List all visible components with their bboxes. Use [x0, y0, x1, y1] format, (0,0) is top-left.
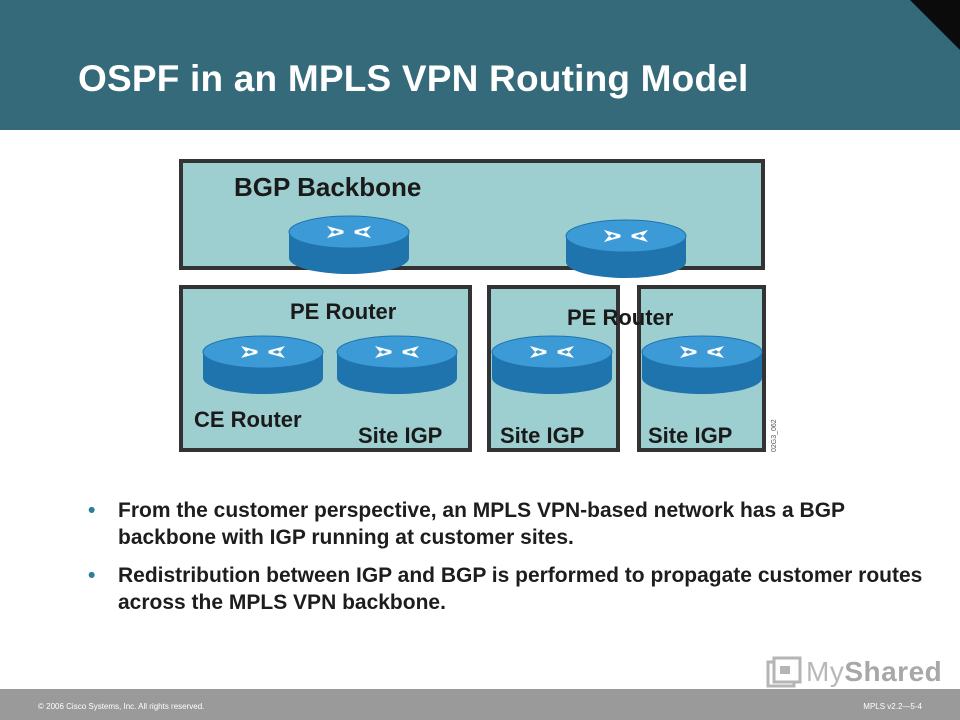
corner-accent — [910, 0, 960, 50]
bullet-text: Redistribution between IGP and BGP is pe… — [118, 564, 923, 614]
footer-bar — [0, 689, 960, 720]
title-bar — [0, 0, 960, 130]
figure-code: 02G3_062 — [771, 419, 778, 452]
myshared-logo-icon — [766, 656, 802, 688]
ce-router-label: CE Router — [194, 407, 302, 432]
slide-id: MPLS v2.2—5-4 — [863, 702, 922, 711]
site-igp-label-3: Site IGP — [648, 423, 732, 448]
bullet-item: •Redistribution between IGP and BGP is p… — [88, 564, 923, 614]
backbone-label: BGP Backbone — [234, 172, 421, 202]
pe-router-left-icon — [288, 215, 410, 275]
ce-router-2-icon — [336, 335, 458, 395]
ce-router-4-icon — [641, 335, 763, 395]
pe-router-right-icon — [565, 219, 687, 279]
bullet-list: •From the customer perspective, an MPLS … — [88, 497, 928, 627]
pe-router-left-label: PE Router — [290, 299, 397, 324]
pe-router-right-label: PE Router — [567, 305, 674, 330]
site-igp-label-1: Site IGP — [358, 423, 442, 448]
copyright-text: © 2006 Cisco Systems, Inc. All rights re… — [38, 702, 205, 711]
bullet-item: •From the customer perspective, an MPLS … — [88, 499, 845, 549]
ce-router-1-icon — [202, 335, 324, 395]
bullet-text: From the customer perspective, an MPLS V… — [118, 499, 845, 549]
slide-title: OSPF in an MPLS VPN Routing Model — [78, 58, 749, 99]
site-igp-label-2: Site IGP — [500, 423, 584, 448]
logo-wordmark: MyShared — [806, 656, 943, 687]
ce-router-3-icon — [491, 335, 613, 395]
